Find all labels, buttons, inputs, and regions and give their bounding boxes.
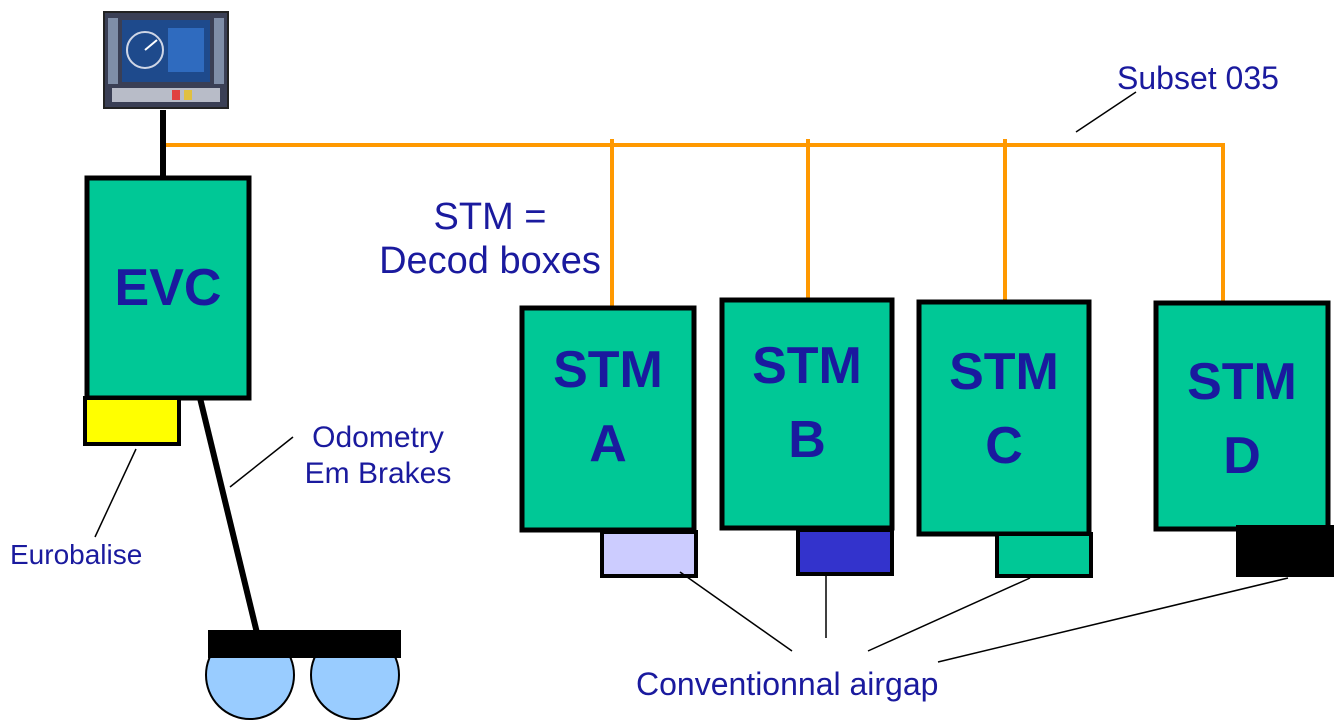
odometry-cable (197, 397, 260, 634)
stm-b-title: STM (752, 337, 862, 395)
stm-definition-line2: Decod boxes (379, 239, 601, 282)
stm-c-label: STM C (919, 346, 1089, 472)
stm-a-letter: A (589, 415, 627, 473)
eurobalise-label: Eurobalise (10, 539, 143, 570)
odometry-label: Odometry Em Brakes (286, 422, 470, 489)
stm-c-antenna (995, 532, 1093, 578)
evc-label: EVC (114, 259, 222, 317)
callout-lines (94, 91, 1289, 663)
subset-035-bus (162, 139, 1225, 310)
stm-c-box (916, 299, 1092, 537)
odometry-line2: Em Brakes (304, 456, 452, 490)
wheelset-icon (205, 630, 401, 720)
stm-definition-line1: STM = (433, 196, 547, 238)
evc-box (84, 175, 252, 401)
stm-d-label: STM D (1156, 356, 1328, 482)
stm-a-antenna (600, 530, 698, 578)
eurobalise-antenna (83, 396, 181, 446)
stm-a-title: STM (553, 341, 663, 399)
stm-definition: STM = Decod boxes (362, 196, 618, 282)
stm-b-box (719, 297, 895, 531)
driver-machine-interface-icon (103, 11, 229, 109)
stm-a-label: STM A (522, 344, 694, 470)
stm-d-title: STM (1187, 353, 1297, 411)
subset-035-label: Subset 035 (1117, 60, 1279, 96)
stm-d-antenna (1236, 525, 1334, 577)
stm-c-letter: C (985, 417, 1023, 475)
stm-b-letter: B (788, 411, 826, 469)
stm-d-letter: D (1223, 427, 1261, 485)
stm-b-label: STM B (722, 340, 892, 466)
airgap-label: Conventionnal airgap (636, 666, 939, 702)
odometry-line1: Odometry (312, 421, 444, 454)
stm-b-antenna (796, 528, 894, 576)
stm-c-title: STM (949, 343, 1059, 401)
